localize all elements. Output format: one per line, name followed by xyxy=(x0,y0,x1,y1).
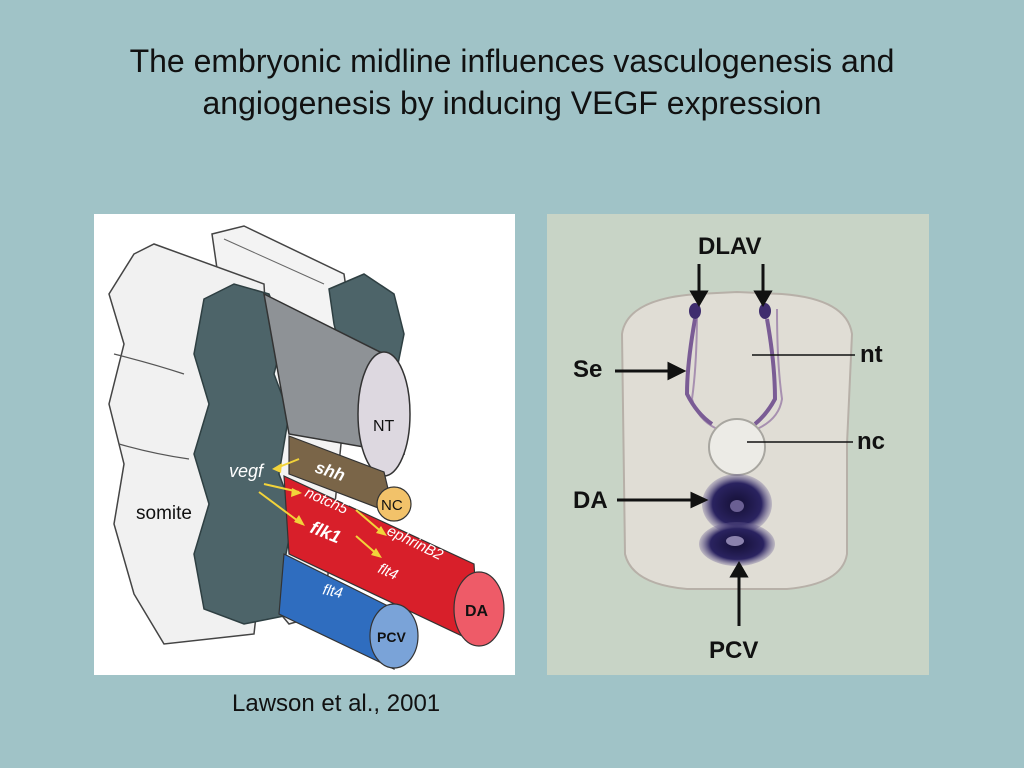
leader-lines xyxy=(747,354,855,443)
notochord-circle xyxy=(708,418,766,476)
somite-fold-line xyxy=(223,238,325,285)
flt4-blue-label: flt4 xyxy=(321,581,344,602)
pointer-arrows xyxy=(615,264,773,626)
da-label-micrograph: DA xyxy=(573,487,608,514)
arrowhead xyxy=(376,526,387,536)
pcv-body xyxy=(278,553,395,670)
arrowhead-dlav-left xyxy=(689,290,709,307)
dlav-stain-left xyxy=(689,303,701,319)
slide-title-line-2: angiogenesis by inducing VEGF expression xyxy=(202,85,822,121)
nt-label: NT xyxy=(373,418,395,435)
da-lumen xyxy=(730,500,744,512)
neural-tube-end xyxy=(357,351,411,477)
arrowhead xyxy=(291,488,302,497)
arrow-vegf-to-flk1 xyxy=(258,491,303,525)
arrowhead-da xyxy=(690,491,709,509)
somite-label: somite xyxy=(136,503,192,524)
vegf-label: vegf xyxy=(229,461,265,481)
pcv-lumen xyxy=(726,536,744,546)
arrowheads xyxy=(272,463,387,558)
dlav-label: DLAV xyxy=(698,233,762,260)
arrowhead xyxy=(272,463,282,473)
dlav-stain-right xyxy=(759,303,771,319)
schematic-diagram: NT shh NC DA PCV flt4 notch5 ephrinB2 fl… xyxy=(108,225,505,670)
pcv-label-micrograph: PCV xyxy=(709,637,758,664)
citation-caption: Lawson et al., 2001 xyxy=(232,690,441,717)
slide-title: The embryonic midline influences vasculo… xyxy=(0,40,1024,124)
nc-label: NC xyxy=(381,497,403,514)
nc-disc xyxy=(376,486,412,522)
nc-label-micrograph: nc xyxy=(857,428,885,455)
somite-fold-line xyxy=(113,353,185,375)
micrograph-figure-panel: DLAV Se nt nc DA PCV xyxy=(547,214,929,675)
flt4-red-label: flt4 xyxy=(375,560,400,584)
pcv-end xyxy=(369,603,419,669)
micrograph-image: DLAV Se nt nc DA PCV xyxy=(547,214,929,675)
arrowhead-dlav-right xyxy=(753,290,773,307)
se-vessel-stain xyxy=(684,318,714,426)
se-label: Se xyxy=(573,356,602,383)
slide-title-line-1: The embryonic midline influences vasculo… xyxy=(129,43,895,79)
arrowhead xyxy=(294,515,305,526)
nt-label-micrograph: nt xyxy=(860,341,883,368)
arrowhead xyxy=(371,548,382,558)
somite-fold-line xyxy=(118,443,190,460)
dorsal-aorta-end xyxy=(453,571,505,647)
se-vessel-stain-right xyxy=(753,318,778,426)
da-label: DA xyxy=(465,603,489,620)
pcv-label: PCV xyxy=(377,629,406,645)
schematic-figure-panel: NT shh NC DA PCV flt4 notch5 ephrinB2 fl… xyxy=(94,214,515,675)
arrowhead-pcv xyxy=(729,561,749,578)
arrowhead-se xyxy=(667,361,687,381)
